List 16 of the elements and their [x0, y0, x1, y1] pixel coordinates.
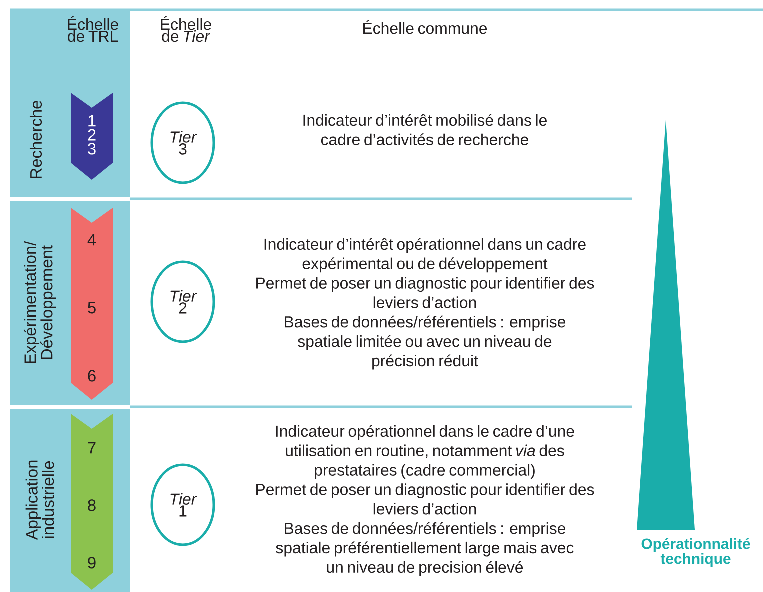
column-header: Échelle de Tier [161, 16, 212, 42]
description-text: Indicateur d’intérêt opérationnel dans un cadre expérimental ou de développement [264, 238, 586, 273]
trl-level-band: 4 5 6 [71, 208, 113, 400]
description-text: Indicateur opérationnel dans le cadre d’une utilisation en routine, notamment via des prestataires (cadre commercial) [276, 425, 574, 480]
column-header: Échelle commune [364, 20, 488, 34]
description-text: Permet de poser un diagnostic pour identifier des leviers d’action [256, 277, 594, 308]
trl-level-band: 1 2 3 [71, 93, 113, 180]
description-text: Bases de données/référentiels : emprise spatiale limitée ou avec un niveau de précision réduit [285, 316, 566, 370]
node-label: Recherche [30, 101, 42, 178]
description-text: Bases de données/référentiels : emprise spatiale préférentiellement large mais avec un niveau de precision élevé [276, 522, 574, 576]
description-text: Permet de poser un diagnostic pour identifier des leviers d’action [256, 484, 594, 515]
node-label: Opérationnalité technique [642, 538, 750, 568]
trl-level-band: 7 8 9 [71, 414, 113, 590]
description-text: Indicateur d’intérêt mobilisé dans le cadre d’activités de recherche [304, 114, 547, 146]
triangle-scale: Opérationnalité technique [637, 120, 750, 568]
column-header: Échelle de TRL [68, 16, 118, 42]
